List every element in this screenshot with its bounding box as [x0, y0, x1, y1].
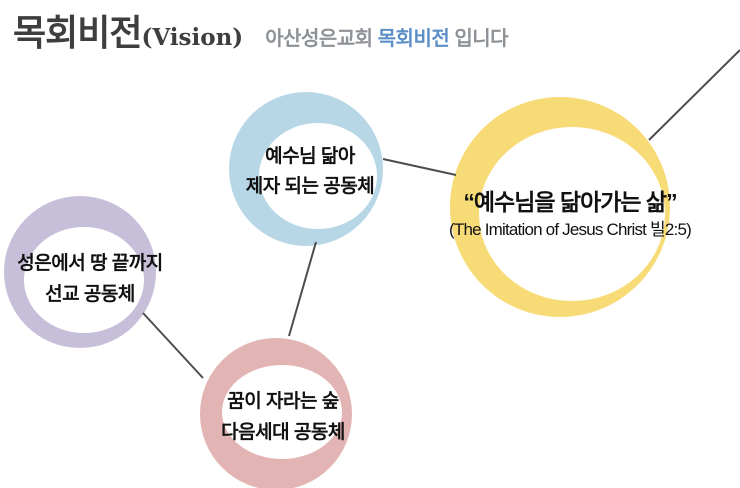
- discipleship-label-line1: 예수님 닮아: [265, 146, 355, 167]
- discipleship-node: [229, 92, 383, 246]
- discipleship-label: 예수님 닮아 제자 되는 공동체: [200, 142, 420, 202]
- vision-core-ring-inner: [479, 127, 665, 301]
- page-title: 목회비전: [13, 12, 142, 53]
- page-subtitle: 아산성은교회 목회비전 입니다: [265, 22, 508, 51]
- mission-label: 성은에서 땅 끝까지 선교 공동체: [0, 248, 185, 310]
- next-generation-label-line2: 다음세대 공동체: [221, 422, 345, 443]
- next-generation-label: 꿈이 자라는 숲 다음세대 공동체: [178, 386, 388, 448]
- subtitle-church-name: 아산성은교회: [265, 28, 373, 50]
- mission-label-line1: 성은에서 땅 끝까지: [17, 253, 163, 274]
- vision-core-label-line2: (The Imitation of Jesus Christ 빌2:5): [449, 220, 692, 239]
- mission-label-line2: 선교 공동체: [45, 284, 135, 305]
- next-generation-node: [200, 338, 352, 488]
- connector-mission-to-nextgen: [142, 312, 204, 379]
- discipleship-ring-inner: [259, 123, 377, 229]
- connector-discipleship-to-nextgen: [288, 241, 317, 337]
- mission-node: [4, 196, 156, 348]
- next-generation-ring-inner: [222, 365, 342, 459]
- connector-discipleship-to-core: [382, 158, 457, 176]
- discipleship-label-line2: 제자 되는 공동체: [245, 176, 375, 197]
- page-header: 목회비전 (Vision) 아산성은교회 목회비전 입니다: [13, 4, 509, 56]
- vision-core-node: [450, 97, 670, 317]
- subtitle-highlight: 목회비전: [377, 28, 450, 50]
- mission-ring-inner: [24, 227, 144, 333]
- vision-core-label-line1: “예수님을 닮아가는 삶”: [463, 189, 677, 215]
- page-title-vision-suffix: (Vision): [141, 24, 244, 51]
- next-generation-label-line1: 꿈이 자라는 숲: [227, 391, 339, 412]
- subtitle-suffix: 입니다: [454, 28, 509, 50]
- connector-topright-to-core: [648, 49, 740, 141]
- vision-core-label: “예수님을 닮아가는 삶” (The Imitation of Jesus Ch…: [415, 187, 725, 243]
